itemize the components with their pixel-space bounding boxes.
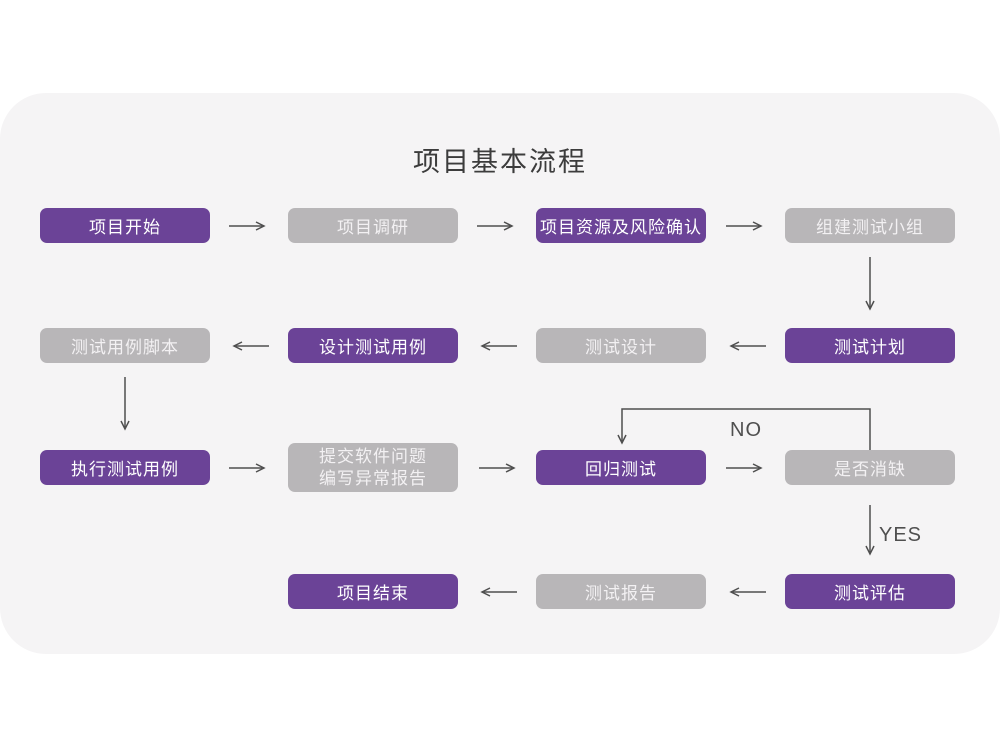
node-test-report: 测试报告 [536, 574, 706, 609]
flowchart-card [0, 93, 1000, 654]
node-line-1: 提交软件问题 [319, 446, 427, 466]
node-test-design: 测试设计 [536, 328, 706, 363]
node-defect-cleared: 是否消缺 [785, 450, 955, 485]
node-line-2: 编写异常报告 [319, 468, 427, 488]
page-title: 项目基本流程 [413, 147, 587, 177]
node-project-research: 项目调研 [288, 208, 458, 243]
node-test-evaluation: 测试评估 [785, 574, 955, 609]
node-project-start: 项目开始 [40, 208, 210, 243]
node-project-end: 项目结束 [288, 574, 458, 609]
node-execute-test-cases: 执行测试用例 [40, 450, 210, 485]
node-test-plan: 测试计划 [785, 328, 955, 363]
node-resource-risk-confirm: 项目资源及风险确认 [536, 208, 706, 243]
node-regression-test: 回归测试 [536, 450, 706, 485]
node-test-case-script: 测试用例脚本 [40, 328, 210, 363]
node-form-test-team: 组建测试小组 [785, 208, 955, 243]
node-design-test-cases: 设计测试用例 [288, 328, 458, 363]
node-submit-issue-report: 提交软件问题 编写异常报告 [288, 443, 458, 492]
